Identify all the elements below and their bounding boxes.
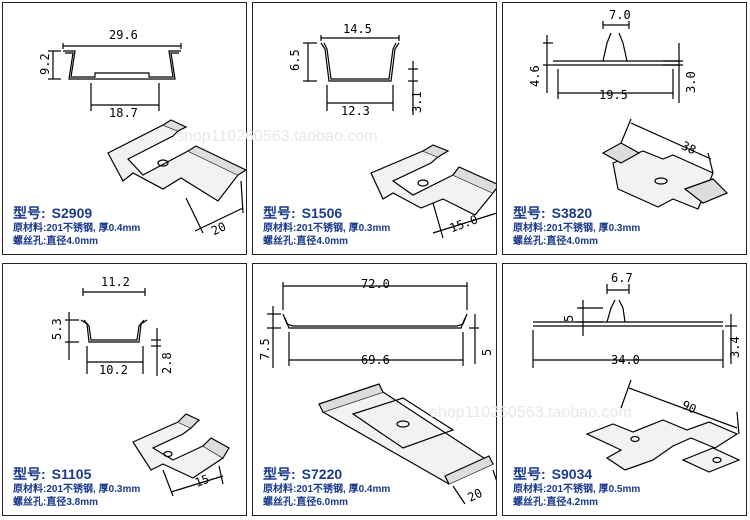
dim-width-top: 11.2: [101, 275, 130, 289]
dim-width-top: 29.6: [109, 28, 138, 42]
hole-value: 直径3.8mm: [46, 497, 99, 508]
model-code: S3820: [551, 205, 593, 221]
material-value: 201不锈钢, 厚0.5mm: [546, 484, 641, 495]
watermark-bottom: shop110260563.taobao.com: [430, 404, 632, 421]
hole-label: 螺丝孔:: [13, 236, 47, 247]
dim-width-top: 7.0: [609, 8, 631, 22]
dim-flange: 5: [480, 349, 494, 356]
material-label: 原材料:: [13, 223, 47, 234]
material-value: 201不锈钢, 厚0.3mm: [46, 484, 141, 495]
hole-label: 螺丝孔:: [263, 236, 297, 247]
product-info: 型号: S3820 原材料:201不锈钢, 厚0.3mm 螺丝孔:直径4.0mm: [513, 205, 640, 248]
dim-flange: 3.0: [684, 71, 698, 93]
dim-length: 20: [209, 219, 228, 238]
model-code: S1506: [301, 205, 343, 221]
hole-label: 螺丝孔:: [13, 497, 47, 508]
dim-length: 90: [680, 398, 699, 417]
drawing-s9034: 6.7 5 34.0 3.4 90: [532, 271, 742, 473]
product-card-s7220: 72.0 7.5 69.6 5 20 型号: S7220 原材料:201不锈钢, …: [252, 263, 497, 516]
model-code: S9034: [551, 466, 593, 482]
material-value: 201不锈钢, 厚0.4mm: [46, 223, 141, 234]
dim-flange: 3.4: [728, 336, 742, 358]
product-info: 型号: S1105 原材料:201不锈钢, 厚0.3mm 螺丝孔:直径3.8mm: [13, 466, 140, 509]
dim-width-bottom: 19.5: [599, 88, 628, 102]
hole-value: 直径4.2mm: [546, 497, 599, 508]
dim-width-bottom: 12.3: [341, 104, 370, 118]
model-code: S2909: [51, 205, 93, 221]
model-label: 型号:: [513, 466, 546, 482]
product-card-s2909: 29.6 9.2 18.7 20 型号: S2909 原材料:201不锈钢, 厚0…: [2, 2, 247, 255]
drawing-s1105: 11.2 5.3 10.2 2.8 15: [50, 275, 230, 497]
material-label: 原材料:: [13, 484, 47, 495]
dim-flange: 3.1: [410, 91, 424, 113]
dim-width-bottom: 10.2: [99, 363, 128, 377]
product-info: 型号: S2909 原材料:201不锈钢, 厚0.4mm 螺丝孔:直径4.0mm: [13, 205, 140, 248]
hole-value: 直径4.0mm: [296, 236, 349, 247]
dim-length: 15.0: [448, 212, 480, 235]
hole-label: 螺丝孔:: [263, 497, 297, 508]
material-value: 201不锈钢, 厚0.4mm: [296, 484, 391, 495]
dim-width-top: 72.0: [361, 277, 390, 291]
dim-height: 6.5: [288, 49, 302, 71]
product-card-s9034: 6.7 5 34.0 3.4 90 型号: S9034 原材料:201不锈钢, 厚…: [502, 263, 747, 516]
product-card-s1105: 11.2 5.3 10.2 2.8 15 型号: S1105 原材料:201不锈钢…: [2, 263, 247, 516]
hole-value: 直径4.0mm: [46, 236, 99, 247]
product-card-s3820: 7.0 4.6 19.5 3.0 38 型号: S3820 原材料:201不锈钢,…: [502, 2, 747, 255]
dim-width-bottom: 34.0: [611, 353, 640, 367]
dim-height: 9.2: [38, 53, 52, 75]
hole-value: 直径4.0mm: [546, 236, 599, 247]
model-label: 型号:: [13, 205, 46, 221]
dim-flange: 2.8: [160, 352, 174, 374]
product-info: 型号: S1506 原材料:201不锈钢, 厚0.3mm 螺丝孔:直径4.0mm: [263, 205, 390, 248]
model-code: S7220: [301, 466, 343, 482]
material-label: 原材料:: [513, 223, 547, 234]
product-info: 型号: S9034 原材料:201不锈钢, 厚0.5mm 螺丝孔:直径4.2mm: [513, 466, 640, 509]
model-label: 型号:: [13, 466, 46, 482]
material-label: 原材料:: [263, 484, 297, 495]
model-label: 型号:: [263, 205, 296, 221]
drawing-s7220: 72.0 7.5 69.6 5 20: [258, 277, 496, 505]
hole-label: 螺丝孔:: [513, 497, 547, 508]
drawing-s3820: 7.0 4.6 19.5 3.0 38: [528, 8, 729, 210]
material-label: 原材料:: [513, 484, 547, 495]
dim-length: 38: [679, 138, 698, 157]
dim-width-top: 6.7: [611, 271, 633, 285]
dim-height: 4.6: [528, 65, 542, 87]
watermark-top: shop110260563.taobao.com: [176, 128, 378, 145]
model-code: S1105: [51, 466, 92, 482]
material-label: 原材料:: [263, 223, 297, 234]
dim-width-top: 14.5: [343, 22, 372, 36]
dim-width-bottom: 69.6: [361, 353, 390, 367]
dim-height: 7.5: [258, 338, 272, 360]
dim-length: 15: [193, 472, 211, 490]
hole-value: 直径6.0mm: [296, 497, 349, 508]
product-card-s1506: 14.5 6.5 12.3 3.1 15.0 型号: S1506 原材料:201不…: [252, 2, 497, 255]
material-value: 201不锈钢, 厚0.3mm: [296, 223, 391, 234]
dim-height: 5.3: [50, 318, 64, 340]
model-label: 型号:: [263, 466, 296, 482]
dim-height: 5: [562, 315, 576, 322]
dim-length: 20: [465, 486, 484, 505]
product-info: 型号: S7220 原材料:201不锈钢, 厚0.4mm 螺丝孔:直径6.0mm: [263, 466, 390, 509]
drawing-s1506: 14.5 6.5 12.3 3.1 15.0: [288, 22, 496, 239]
drawing-s2909: 29.6 9.2 18.7 20: [38, 28, 246, 238]
dim-width-bottom: 18.7: [109, 106, 138, 120]
model-label: 型号:: [513, 205, 546, 221]
hole-label: 螺丝孔:: [513, 236, 547, 247]
material-value: 201不锈钢, 厚0.3mm: [546, 223, 641, 234]
